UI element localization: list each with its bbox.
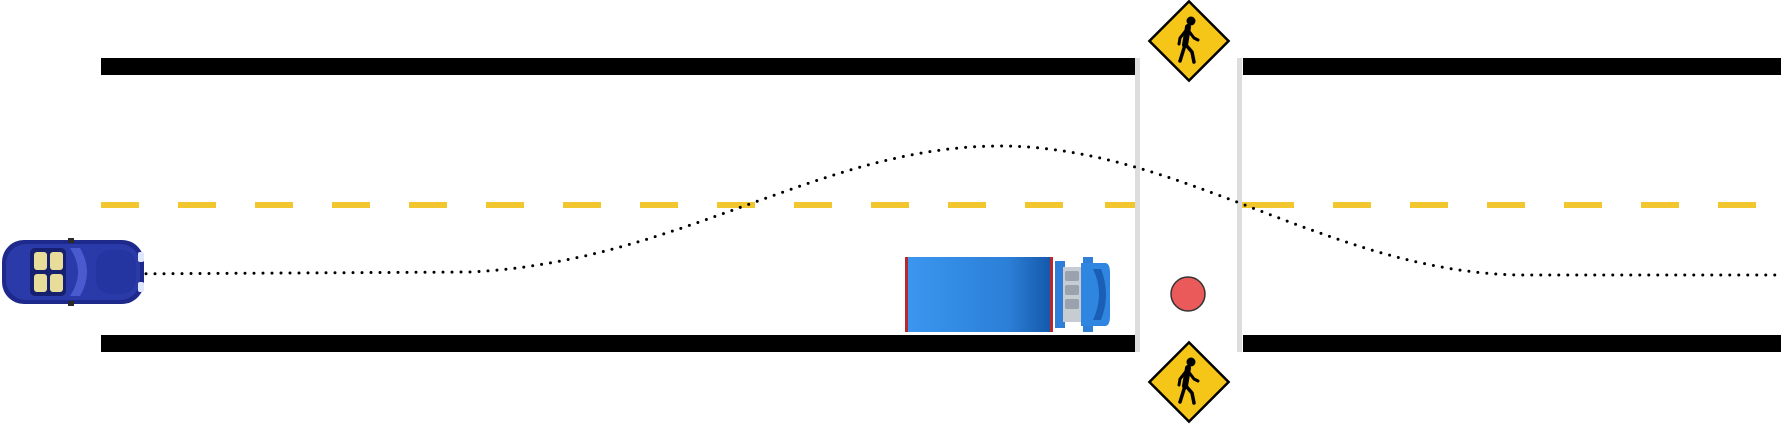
center-line-dash: [332, 202, 370, 208]
center-line-dash: [486, 202, 524, 208]
road-bottom-edge-left: [101, 335, 1135, 352]
center-line-dash: [871, 202, 909, 208]
center-line-dash: [1025, 202, 1063, 208]
pedestrian-point-icon: [1170, 276, 1206, 312]
center-line-dash: [1487, 202, 1525, 208]
center-line-dash: [1242, 202, 1280, 208]
center-line-dash: [1564, 202, 1602, 208]
blue-truck-top-view-icon: [905, 257, 1110, 332]
center-line-dash: [563, 202, 601, 208]
center-line-dash: [1410, 202, 1448, 208]
pedestrian-crossing-sign-icon: [1147, 0, 1231, 83]
center-line-dash: [255, 202, 293, 208]
center-line-dash: [1333, 202, 1371, 208]
center-line-dash: [409, 202, 447, 208]
center-line-dash: [640, 202, 678, 208]
center-line-dash: [178, 202, 216, 208]
center-line-dash: [794, 202, 832, 208]
center-line-dash: [1641, 202, 1679, 208]
center-line-dash: [948, 202, 986, 208]
center-line-dash: [101, 202, 139, 208]
vehicle-trajectory-path: [108, 144, 1781, 277]
center-line-dash: [1718, 202, 1756, 208]
center-lane-dashed-line: [101, 202, 1756, 208]
center-line-dash: [717, 202, 755, 208]
pedestrian-crossing-sign-icon: [1147, 340, 1231, 424]
center-line-dash: [1105, 202, 1135, 208]
crosswalk-line-right: [1237, 58, 1242, 352]
road-top-edge-right: [1243, 58, 1781, 75]
crosswalk-line-left: [1135, 58, 1140, 352]
blue-car-top-view-icon: [2, 238, 144, 306]
road-top-edge-left: [101, 58, 1135, 75]
road-bottom-edge-right: [1243, 335, 1781, 352]
